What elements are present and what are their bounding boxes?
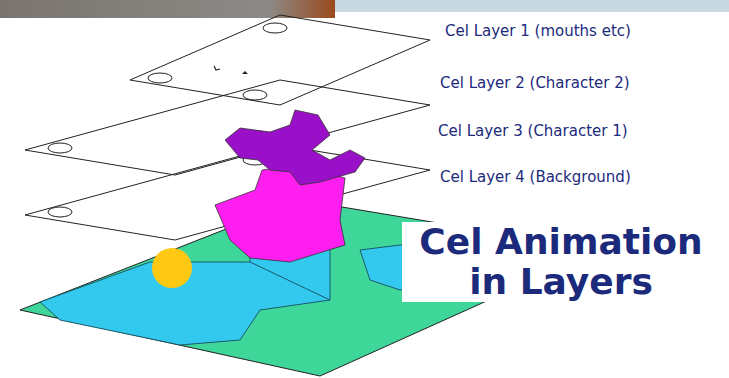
slide-top-bar xyxy=(335,0,729,12)
layer-label: Cel Layer 1 (mouths etc) xyxy=(445,22,631,40)
slide-title: Cel Animation in Layers xyxy=(402,222,720,302)
layer-label: Cel Layer 3 (Character 1) xyxy=(438,122,628,140)
mouths-layer xyxy=(130,15,430,105)
character-1-layer xyxy=(25,145,430,262)
layer-label: Cel Layer 4 (Background) xyxy=(440,168,631,186)
layer-label: Cel Layer 2 (Character 2) xyxy=(440,74,630,92)
